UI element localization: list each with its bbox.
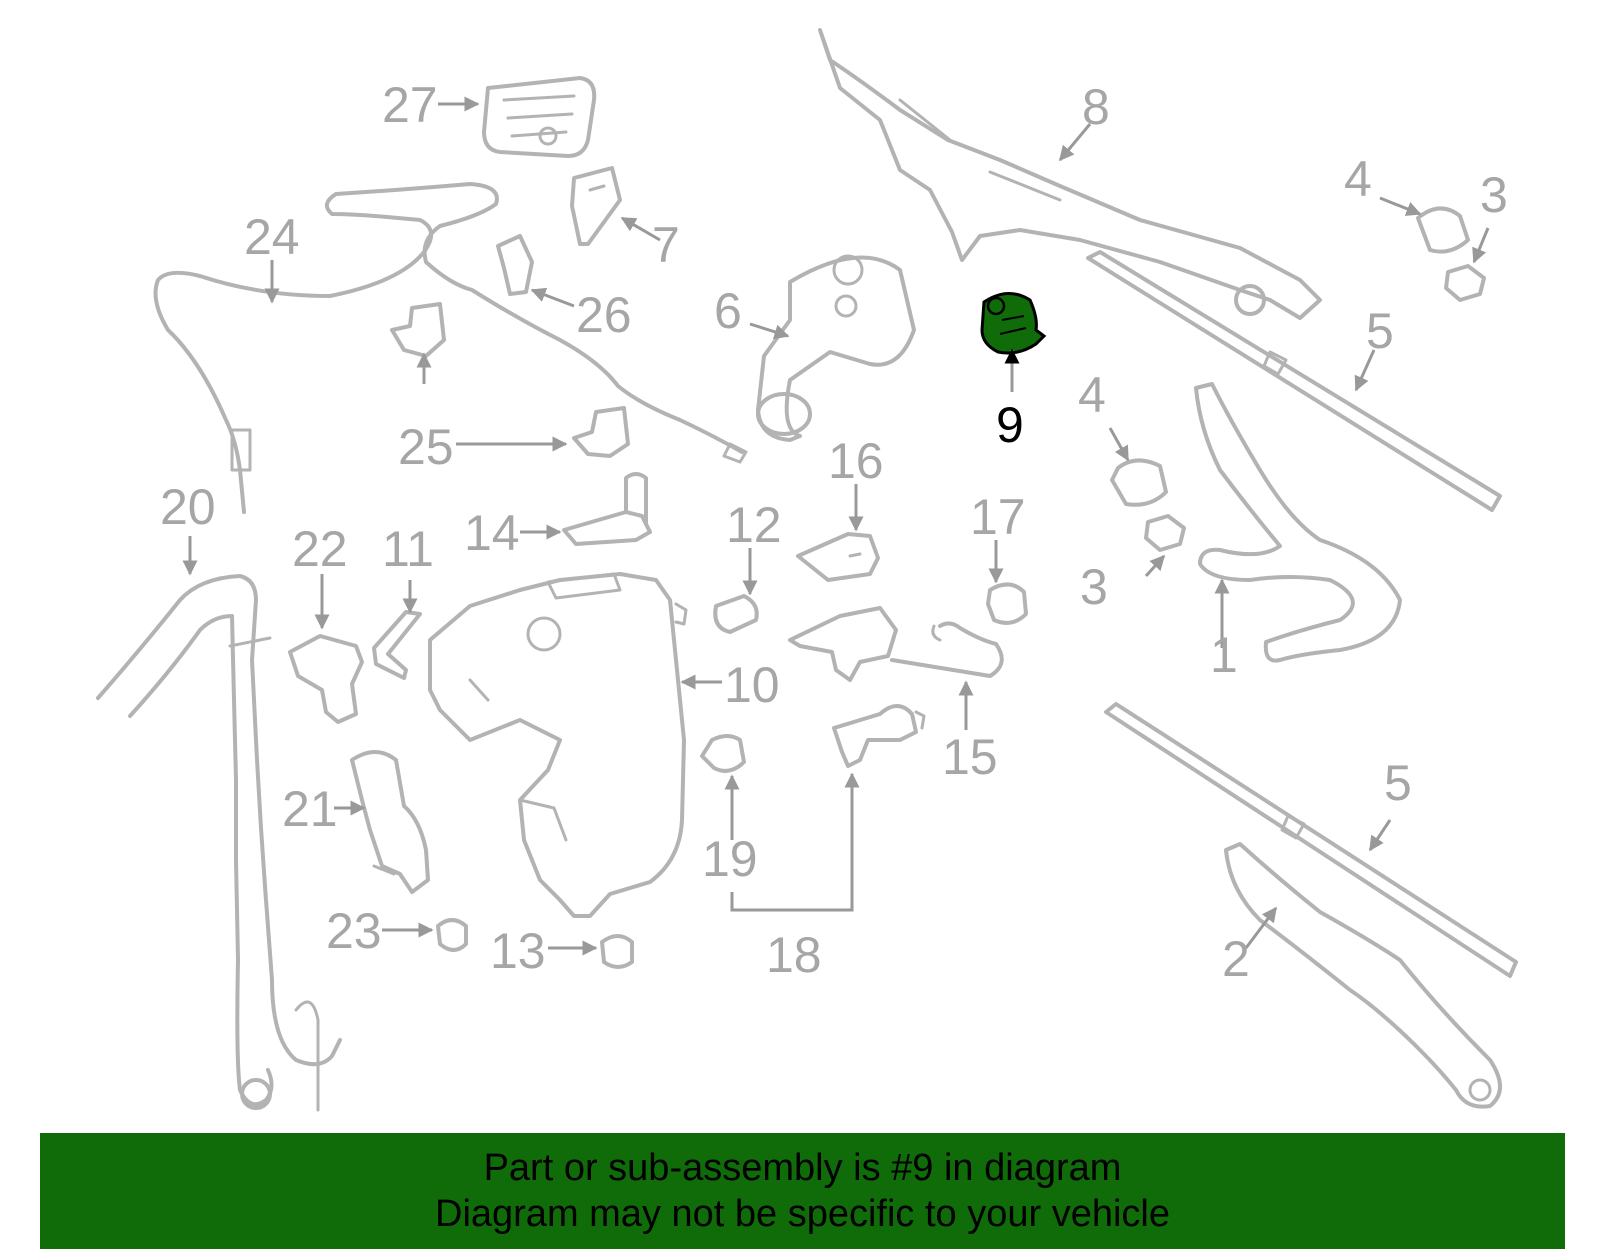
part-18-valve — [832, 704, 926, 768]
part-7-bracket — [570, 166, 622, 246]
part-26-clip — [496, 234, 534, 296]
part-25-nozzle-lower — [572, 406, 630, 458]
callout-13: 13 — [490, 923, 546, 979]
callout-23: 23 — [326, 903, 382, 959]
callout-6: 6 — [714, 283, 742, 339]
banner-line-1: Part or sub-assembly is #9 in diagram — [483, 1147, 1122, 1189]
callout-11: 11 — [382, 521, 434, 577]
part-2-wiper-arm — [1224, 842, 1502, 1109]
part-4-cap-middle — [1110, 458, 1168, 507]
callout-22: 22 — [292, 521, 348, 577]
callout-4-middle: 4 — [1078, 367, 1106, 423]
callout-16: 16 — [828, 433, 884, 489]
callout-7: 7 — [652, 217, 680, 273]
callout-5-lower: 5 — [1384, 755, 1412, 811]
callout-4-upper: 4 — [1344, 151, 1372, 207]
part-24-washer-hose — [153, 182, 748, 514]
callout-5-upper: 5 — [1366, 303, 1394, 359]
callout-2: 2 — [1222, 931, 1250, 987]
callout-3-upper: 3 — [1480, 167, 1508, 223]
part-3-nut-upper — [1444, 264, 1486, 302]
callout-10: 10 — [724, 657, 780, 713]
part-15-bracket-hose — [788, 606, 1004, 682]
part-9-highlighted — [980, 292, 1047, 355]
part-8-wiper-linkage — [818, 28, 1322, 320]
part-21-washer-pump — [350, 750, 430, 894]
part-27-cowl-cover — [482, 76, 597, 158]
callout-18: 18 — [766, 927, 822, 983]
callout-26: 26 — [576, 287, 632, 343]
callout-24: 24 — [244, 209, 300, 265]
part-23-grommet — [436, 918, 468, 952]
callout-19: 19 — [702, 831, 758, 887]
callout-12: 12 — [726, 497, 782, 553]
part-25-nozzle-upper — [390, 302, 446, 358]
part-4-cap-upper — [1416, 206, 1470, 254]
callout-15: 15 — [942, 729, 998, 785]
callout-leaders — [182, 96, 1490, 956]
callout-14: 14 — [464, 505, 520, 561]
callout-21: 21 — [282, 781, 338, 837]
part-6-wiper-motor — [756, 254, 916, 442]
callout-1: 1 — [1210, 627, 1238, 683]
part-20-hose-assembly — [96, 574, 342, 1112]
part-16-bracket — [796, 532, 880, 582]
callout-9: 9 — [996, 397, 1024, 453]
part-19-grommet — [700, 734, 746, 773]
callout-27: 27 — [382, 77, 438, 133]
part-5-wiper-blade-upper — [1086, 250, 1502, 512]
part-1-wiper-arm — [1194, 382, 1402, 663]
part-5-wiper-blade-lower — [1104, 702, 1518, 978]
callout-17: 17 — [970, 489, 1026, 545]
part-10-washer-reservoir — [428, 572, 688, 918]
callout-labels: 1 2 3 3 4 4 5 5 6 7 8 9 10 11 12 13 14 1… — [160, 77, 1508, 987]
part-17-grommet — [986, 582, 1028, 625]
part-12-plug — [713, 594, 759, 634]
part-3-nut-middle — [1144, 514, 1186, 552]
callout-25: 25 — [398, 419, 454, 475]
part-13-grommet — [600, 934, 634, 969]
banner-line-2: Diagram may not be specific to your vehi… — [435, 1193, 1170, 1235]
info-banner: Part or sub-assembly is #9 in diagram Di… — [40, 1133, 1565, 1249]
part-22-connector — [288, 634, 364, 724]
callout-3-middle: 3 — [1080, 559, 1108, 615]
callout-8: 8 — [1082, 79, 1110, 135]
part-14-filler-neck — [562, 472, 652, 546]
callout-20: 20 — [160, 479, 216, 535]
part-11-bracket — [372, 610, 422, 680]
